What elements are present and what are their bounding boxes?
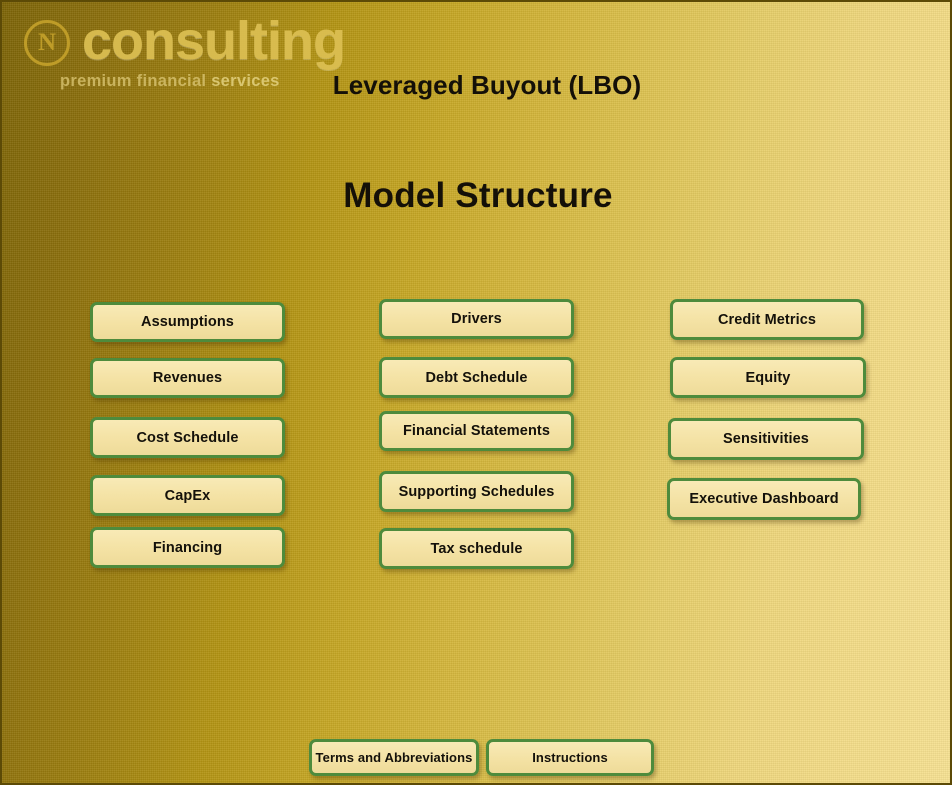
button-label: Executive Dashboard — [689, 491, 839, 507]
nav-button-supporting-schedules[interactable]: Supporting Schedules — [379, 471, 574, 512]
nav-button-financing[interactable]: Financing — [90, 527, 285, 568]
button-label: Drivers — [451, 311, 502, 327]
nav-button-sensitivities[interactable]: Sensitivities — [668, 418, 864, 460]
nav-button-equity[interactable]: Equity — [670, 357, 866, 398]
button-label: Financing — [152, 539, 223, 556]
button-label: Financial Statements — [402, 423, 551, 439]
button-label: Debt Schedule — [425, 369, 528, 386]
button-label: Instructions — [532, 750, 608, 765]
button-label: Tax schedule — [430, 540, 523, 557]
nav-button-drivers[interactable]: Drivers — [379, 299, 574, 339]
button-label: CapEx — [164, 487, 211, 504]
button-label: Supporting Schedules — [398, 483, 555, 500]
nav-button-executive-dashboard[interactable]: Executive Dashboard — [667, 478, 861, 520]
footer-button-terms-and-abbreviations[interactable]: Terms and Abbreviations — [309, 739, 479, 776]
button-label: Terms and Abbreviations — [315, 750, 473, 765]
logo-wordmark: consulting — [82, 11, 346, 71]
button-label: Assumptions — [141, 314, 234, 330]
footer-button-instructions[interactable]: Instructions — [486, 739, 654, 776]
button-label: Credit Metrics — [717, 311, 817, 328]
button-label: Equity — [745, 369, 791, 386]
nav-button-tax-schedule[interactable]: Tax schedule — [379, 528, 574, 569]
company-logo: N consulting premium financial services — [18, 8, 348, 98]
nav-button-capex[interactable]: CapEx — [90, 475, 285, 516]
slide-subject: Leveraged Buyout (LBO) — [332, 70, 642, 100]
page-title: Model Structure — [343, 176, 613, 215]
nav-button-cost-schedule[interactable]: Cost Schedule — [90, 417, 285, 458]
circled-n-logo-icon: N — [24, 20, 70, 66]
logo-tagline: premium financial services — [60, 72, 280, 91]
nav-button-financial-statements[interactable]: Financial Statements — [379, 411, 574, 451]
button-label: Revenues — [152, 370, 223, 386]
logo-tagline-plain: premium financial — [60, 72, 212, 90]
nav-button-debt-schedule[interactable]: Debt Schedule — [379, 357, 574, 398]
nav-button-revenues[interactable]: Revenues — [90, 358, 285, 398]
button-label: Cost Schedule — [136, 429, 239, 446]
button-label: Sensitivities — [723, 431, 809, 447]
logo-tagline-highlight: services — [211, 72, 280, 90]
nav-button-credit-metrics[interactable]: Credit Metrics — [670, 299, 864, 340]
nav-button-assumptions[interactable]: Assumptions — [90, 302, 285, 342]
